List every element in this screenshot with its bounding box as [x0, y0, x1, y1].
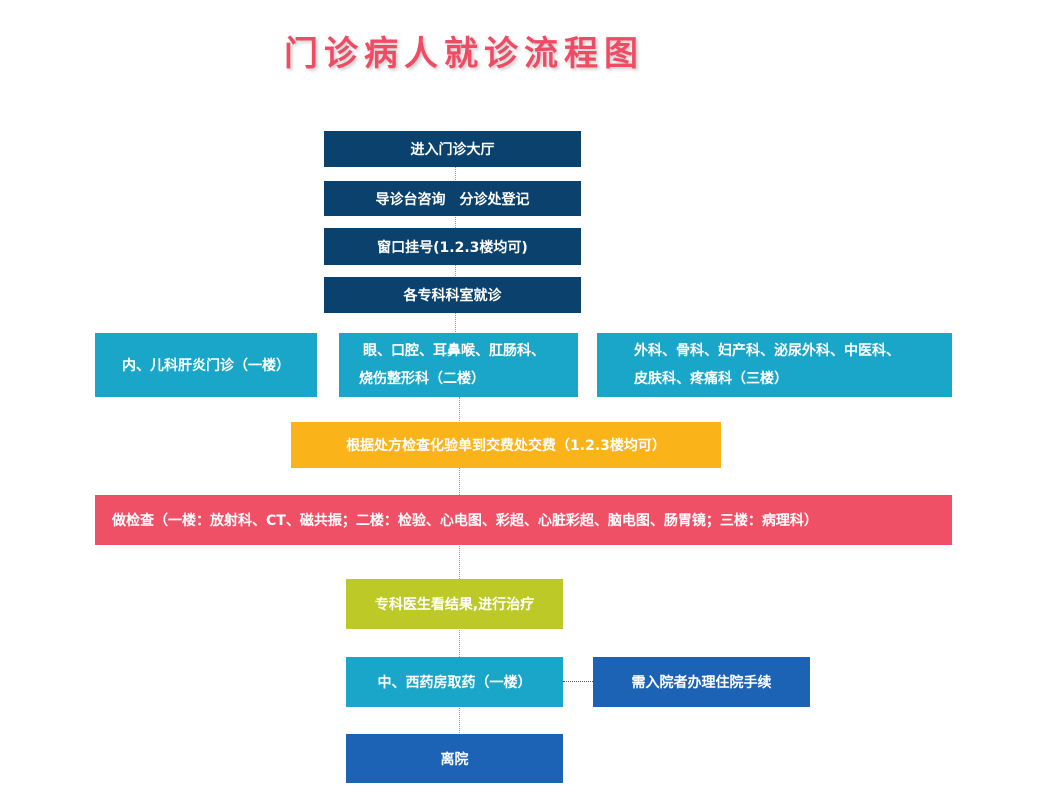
step-enter-hall: 进入门诊大厅	[324, 131, 581, 167]
dept-floor2-line1: 眼、口腔、耳鼻喉、肛肠科、	[363, 343, 545, 359]
step-leave: 离院	[346, 734, 563, 783]
connector	[455, 166, 456, 366]
step-department-visit: 各专科科室就诊	[324, 277, 581, 313]
step-payment: 根据处方检查化验单到交费处交费（1.2.3楼均可）	[291, 422, 721, 468]
dept-floor2: 眼、口腔、耳鼻喉、肛肠科、 烧伤整形科（二楼）	[339, 333, 578, 397]
step-consult-register: 导诊台咨询 分诊处登记	[324, 181, 581, 216]
step-examination: 做检查（一楼：放射科、CT、磁共振；二楼：检验、心电图、彩超、心脏彩超、脑电图、…	[95, 495, 952, 545]
connector	[563, 681, 593, 682]
dept-floor3: 外科、骨科、妇产科、泌尿外科、中医科、 皮肤科、疼痛科（三楼）	[597, 333, 952, 397]
dept-floor2-line2: 烧伤整形科（二楼）	[359, 371, 485, 387]
step-registration-window: 窗口挂号(1.2.3楼均可)	[324, 228, 581, 265]
dept-floor1: 内、儿科肝炎门诊（一楼）	[95, 333, 317, 397]
dept-floor3-line1: 外科、骨科、妇产科、泌尿外科、中医科、	[634, 343, 900, 359]
dept-floor3-line2: 皮肤科、疼痛科（三楼）	[634, 371, 788, 387]
step-pharmacy: 中、西药房取药（一楼）	[346, 657, 563, 707]
step-view-results: 专科医生看结果,进行治疗	[346, 579, 563, 629]
step-inpatient: 需入院者办理住院手续	[593, 657, 810, 707]
page-title: 门诊病人就诊流程图	[284, 34, 644, 74]
